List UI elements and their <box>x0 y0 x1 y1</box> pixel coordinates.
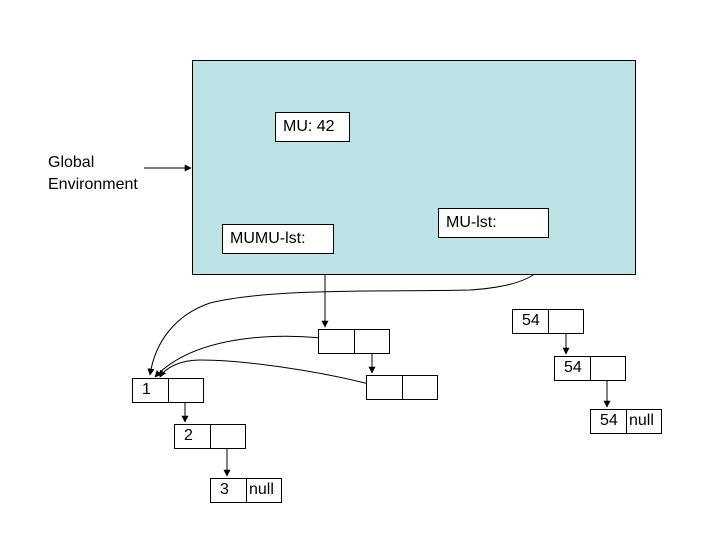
cons-cell-2-car: 2 <box>175 425 211 448</box>
cons-cell-mumu-2-car <box>367 376 403 399</box>
binding-mu-lst: MU-lst: <box>438 208 549 238</box>
cons-cell-54-2: 54 <box>554 356 626 381</box>
mumu-2-car-pointer-arrow <box>159 359 385 389</box>
cons-cell-3-cdr-null: null <box>249 481 274 498</box>
cons-cell-mumu-2 <box>366 375 438 400</box>
cons-cell-1: 1 <box>132 378 204 403</box>
cons-cell-mumu-2-cdr <box>403 376 439 399</box>
cons-cell-54-2-cdr <box>591 357 627 380</box>
cons-cell-mumu-1-cdr <box>355 330 391 353</box>
cons-cell-54-1-cdr <box>549 310 585 333</box>
cons-cell-2-cdr <box>211 425 247 448</box>
binding-mu: MU: 42 <box>275 112 350 142</box>
binding-mu-text: MU: 42 <box>283 118 335 135</box>
binding-mumu-lst: MUMU-lst: <box>222 224 334 254</box>
binding-mu-lst-text: MU-lst: <box>446 214 497 231</box>
global-environment-label: Global Environment <box>48 152 138 196</box>
binding-mumu-lst-text: MUMU-lst: <box>230 230 306 247</box>
cons-cell-54-3: 54 null <box>590 409 662 434</box>
cons-cell-1-car: 1 <box>133 379 169 402</box>
cons-cell-54-1: 54 <box>512 309 584 334</box>
cons-cell-1-cdr <box>169 379 205 402</box>
global-environment-label-text: Global Environment <box>48 154 138 193</box>
cons-cell-54-1-car: 54 <box>513 310 549 333</box>
cons-cell-2: 2 <box>174 424 246 449</box>
cons-cell-3: 3 null <box>210 478 282 503</box>
cons-cell-mumu-1 <box>318 329 390 354</box>
cons-cell-mumu-1-car <box>319 330 355 353</box>
cons-cell-54-2-car: 54 <box>555 357 591 380</box>
cons-cell-54-3-cdr-null: null <box>629 412 654 429</box>
cons-cell-54-3-car: 54 <box>591 410 627 433</box>
cons-cell-3-car: 3 <box>211 479 247 502</box>
